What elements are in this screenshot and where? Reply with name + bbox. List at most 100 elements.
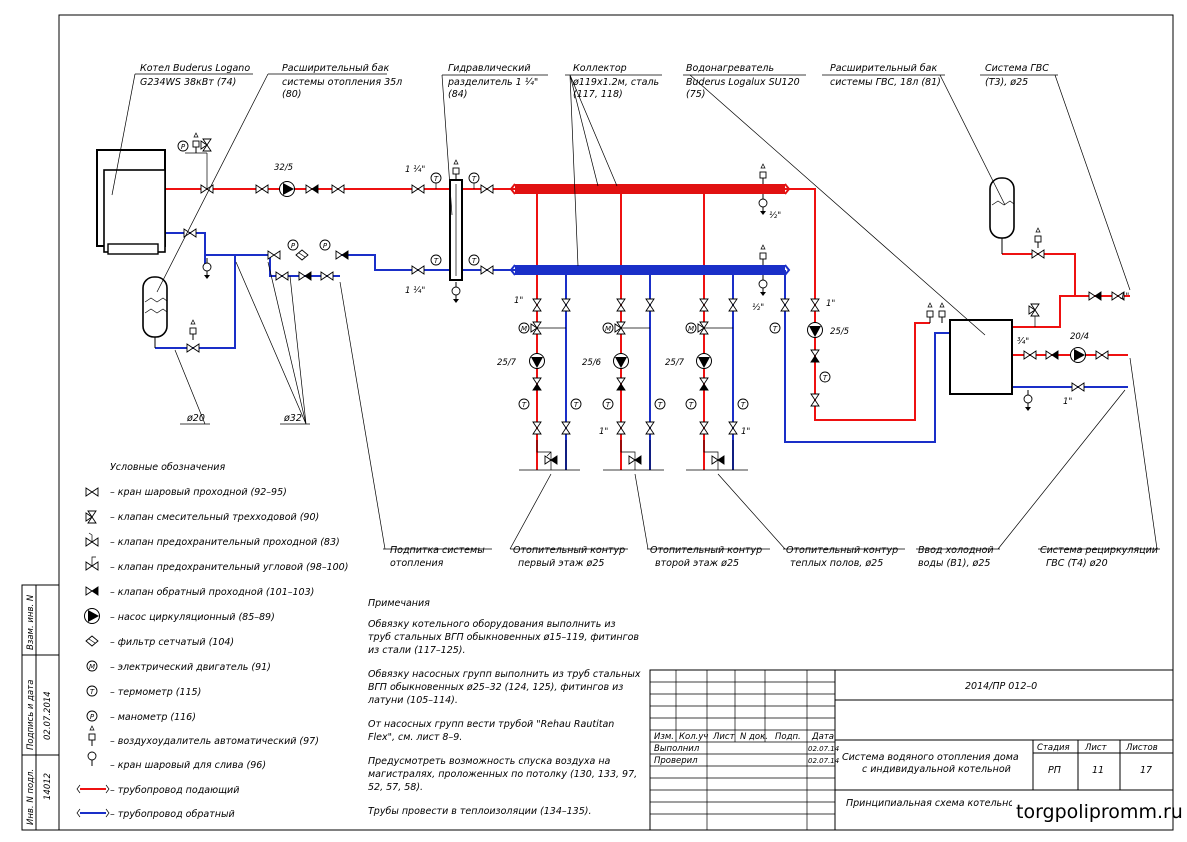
tb-header: Кол.уч — [679, 732, 708, 742]
stamp-sign-date: Подпись и дата — [26, 680, 36, 750]
drawing-frame — [58, 14, 1174, 831]
tb-project-title-1: Система водяного отопления дома — [842, 752, 1019, 763]
note-line: труб стальных ВГП обыкновенных ø15–119, … — [368, 632, 639, 643]
stamp-orig-inv: Инв. N подл. — [26, 769, 36, 825]
water-heater — [949, 319, 1013, 395]
tb-header: Подп. — [775, 732, 801, 742]
dhw-system-label-1: Система ГВС — [985, 63, 1049, 74]
dim-drain-return: ½" — [752, 303, 764, 313]
note-line: 52, 57, 58). — [368, 782, 423, 793]
makeup-label-2: отопления — [390, 558, 444, 569]
exp-tank-label-3: (80) — [282, 89, 302, 100]
pump-main-label: 32/5 — [274, 163, 293, 173]
hydro-sep-label-3: (84) — [448, 89, 468, 100]
dhw-tank-label-1: Расширительный бак — [830, 63, 937, 74]
title-block: Изм. Кол.уч Лист N док. Подп. Дата Выпол… — [649, 669, 1174, 831]
note-line: латуни (105–114). — [367, 695, 458, 706]
legend-item: – клапан смесительный трехходовой (90) — [110, 512, 319, 523]
legend-item: – клапан обратный проходной (101–103) — [110, 587, 314, 598]
tb-sheet-label: Лист — [1084, 743, 1108, 753]
note-line: Трубы провести в теплоизоляции (134–135)… — [368, 806, 591, 817]
tb-sheet-title: Принципиальная схема котельной — [846, 798, 1020, 809]
dim-supply-main: 1 ¼" — [405, 165, 425, 175]
hydro-sep-label-1: Гидравлический — [448, 63, 531, 74]
hydraulic-separator — [449, 179, 463, 281]
tb-project-title-2: с индивидуальной котельной — [862, 764, 1011, 775]
stamp-date-value: 02.07.2014 — [43, 691, 53, 740]
tb-sheet: 11 — [1092, 765, 1104, 776]
note-line: магистралях, проложенных по потолку (130… — [368, 769, 637, 780]
tb-header: Лист — [712, 732, 736, 742]
leader-lines — [111, 73, 1160, 550]
recirc-label-2: ГВС (Т4) ø20 — [1046, 558, 1108, 569]
legend-item: – манометр (116) — [110, 712, 196, 723]
water-heater-label-2: Buderus Logalux SU120 — [686, 77, 800, 88]
dhw-system-label-2: (Т3), ø25 — [985, 77, 1028, 88]
exp-tank-label-1: Расширительный бак — [282, 63, 389, 74]
water-heater-label-3: (75) — [686, 89, 706, 100]
circuit2-label-2: второй этаж ø25 — [655, 558, 739, 569]
legend: Условные обозначения – кран шаровый прох… — [76, 462, 348, 820]
note-line: Flex", см. лист 8–9. — [368, 732, 462, 743]
tb-date2: 02.07.14 — [808, 757, 839, 765]
legend-item: – насос циркуляционный (85–89) — [110, 612, 275, 623]
pump-floor-label: 25/5 — [830, 327, 849, 337]
expansion-tank-dhw — [989, 177, 1015, 254]
boiler-label-2: G234WS 38кВт (74) — [140, 77, 236, 88]
note-line: из стали (117–125). — [368, 645, 466, 656]
collector-label-2: ø119х1.2м, сталь — [572, 77, 659, 88]
recirc-label-1: Система рециркуляции — [1040, 545, 1158, 556]
expansion-tank-heating — [142, 276, 168, 348]
tb-header: Изм. — [654, 732, 674, 742]
notes: Примечания Обвязку котельного оборудован… — [367, 598, 641, 817]
note-line: От насосных групп вести трубой "Rehau Ra… — [368, 719, 614, 730]
hydro-sep-label-2: разделитель 1 ¼" — [447, 77, 538, 88]
dim-c3: 1" — [741, 427, 750, 437]
note-line: Обвязку насосных групп выполнить из труб… — [368, 669, 641, 680]
tb-stage-label: Стадия — [1037, 743, 1070, 753]
legend-item: – кран шаровый проходной (92–95) — [110, 487, 287, 498]
pump-c3-label: 25/7 — [665, 358, 685, 368]
note-line: Предусмотреть возможность спуска воздуха… — [368, 756, 611, 767]
collector-label-1: Коллектор — [573, 63, 627, 74]
tb-sheets: 17 — [1140, 765, 1152, 776]
tb-stage: РП — [1048, 765, 1061, 776]
cold-in-label-2: воды (В1), ø25 — [918, 558, 990, 569]
legend-item: – трубопровод подающий — [110, 785, 239, 796]
cold-in-label-1: Ввод холодной — [918, 545, 994, 556]
boiler-label-1: Котел Buderus Logano — [140, 63, 250, 74]
legend-item: – фильтр сетчатый (104) — [110, 637, 234, 648]
dim-cold-in: 1" — [1063, 397, 1072, 407]
pump-c1-label: 25/7 — [497, 358, 517, 368]
tb-checked: Проверил — [654, 756, 698, 766]
notes-title: Примечания — [368, 598, 430, 609]
pump-recirc-label: 20/4 — [1070, 332, 1089, 342]
boiler — [96, 149, 166, 255]
legend-item: – термометр (115) — [110, 687, 201, 698]
watermark-bg — [1012, 798, 1172, 824]
note-line: Обвязку котельного оборудования выполнит… — [368, 619, 616, 630]
legend-item: – воздухоудалитель автоматический (97) — [110, 736, 319, 747]
tb-sheets-label: Листов — [1125, 743, 1158, 753]
dim-dhw: ¾" — [1017, 337, 1029, 347]
legend-item: – клапан предохранительный угловой (98–1… — [110, 562, 348, 573]
circuit1-label-1: Отопительный контур — [513, 545, 625, 556]
return-collector — [515, 265, 785, 275]
circuit3-label-1: Отопительный контур — [786, 545, 898, 556]
circuit-outlets — [519, 440, 748, 471]
collector-label-3: (117, 118) — [573, 89, 623, 100]
stamp-replace-inv: Взам. инв. N — [26, 594, 36, 650]
side-stamp: Взам. инв. N Подпись и дата 02.07.2014 И… — [21, 584, 60, 831]
legend-item: – кран шаровый для слива (96) — [110, 760, 266, 771]
circuit1-label-2: первый этаж ø25 — [518, 558, 604, 569]
legend-item: – трубопровод обратный — [110, 809, 235, 820]
dim-return-main: 1 ¼" — [405, 286, 425, 296]
note-line: ВГП обыкновенных ø25–32 (124, 125), фити… — [368, 682, 623, 693]
tb-doc-code: 2014/ПР 012–0 — [965, 681, 1037, 692]
circuit3-label-2: теплых полов, ø25 — [790, 558, 883, 569]
d20-label: ø20 — [186, 413, 205, 424]
dhw-tank-label-2: системы ГВС, 18л (81) — [830, 77, 941, 88]
tb-date1: 02.07.14 — [808, 745, 839, 753]
stamp-inv-value: 14012 — [43, 773, 53, 800]
